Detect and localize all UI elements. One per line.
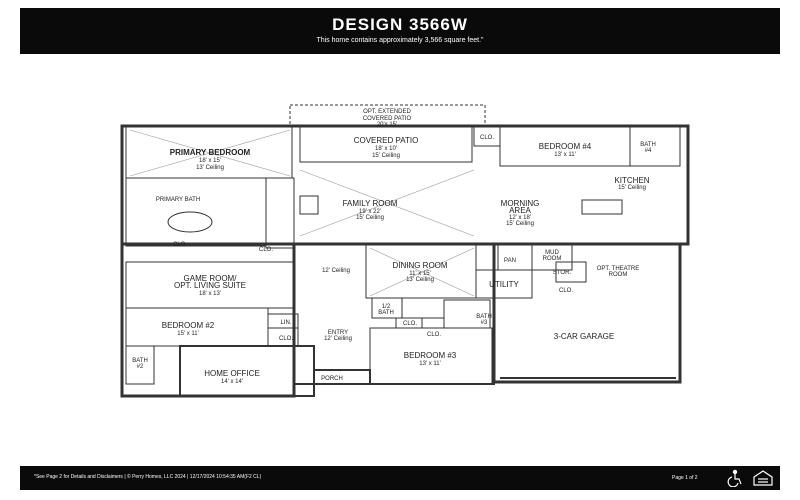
bath4-name: BATH <box>640 142 656 148</box>
morning-name2: AREA <box>509 206 531 215</box>
kitchen-island <box>581 199 623 215</box>
patio-size: 18' x 10' <box>375 146 397 152</box>
ext-patio-name: OPT. EXTENDED <box>363 109 411 115</box>
theatre-name2: ROOM <box>609 272 628 278</box>
clo-bed2-label: CLO. <box>279 336 293 342</box>
stor-label: STOR. <box>553 270 572 276</box>
ext-patio-outline <box>289 104 486 128</box>
mud-wall <box>531 243 573 271</box>
footer-bar: *See Page 2 for Details and Disclaimers … <box>20 466 780 490</box>
bath4-num: #4 <box>645 148 652 154</box>
office-name: HOME OFFICE <box>204 369 260 378</box>
equal-housing-icon <box>753 470 773 486</box>
morning-size: 12' x 18' <box>509 215 531 221</box>
ext-patio-name2: COVERED PATIO <box>363 116 412 122</box>
footer-icons <box>726 469 776 492</box>
header-bar: DESIGN 3566W This home contains approxim… <box>20 8 780 54</box>
half-bath-name2: BATH <box>378 310 394 316</box>
utility-wall <box>475 269 533 299</box>
clo-b-label: CLO. <box>427 332 441 338</box>
bedroom4-name: BEDROOM #4 <box>539 142 592 151</box>
bedroom3-name: BEDROOM #3 <box>404 351 457 360</box>
theatre-name: OPT. THEATRE <box>597 266 639 272</box>
bath2-wall <box>125 345 155 385</box>
stor-wall <box>555 261 587 283</box>
fireplace <box>299 195 319 215</box>
bedroom3-size: 13' x 11' <box>419 361 441 367</box>
garage-name: 3-CAR GARAGE <box>554 332 614 341</box>
gallery-ceiling: 12' Ceiling <box>322 268 350 274</box>
page-indicator: Page 1 of 2 <box>672 475 698 481</box>
primary-bath-name: PRIMARY BATH <box>156 197 200 203</box>
bath3-num: #3 <box>481 320 488 326</box>
patio-name: COVERED PATIO <box>354 136 419 145</box>
dining-size: 11' x 15' <box>409 271 431 277</box>
garage-wall <box>492 242 682 384</box>
clo-utility-label: CLO. <box>559 288 573 294</box>
primary-bed-size: 18' x 15' <box>199 158 221 164</box>
patio-ceiling: 15' Ceiling <box>372 153 400 159</box>
game-name: GAME ROOM/ <box>184 274 238 283</box>
primary-bed-ceiling: 13' Ceiling <box>196 165 224 171</box>
bedroom2-size: 15' x 11' <box>177 331 199 337</box>
clo-bed2-wall <box>267 327 299 347</box>
disclaimer-text: *See Page 2 for Details and Disclaimers … <box>34 474 262 480</box>
clo-b-wall <box>421 317 445 329</box>
patio-wall <box>299 125 473 163</box>
clo-bed4-label: CLO. <box>480 135 494 141</box>
family-size: 19' x 22' <box>359 209 381 215</box>
game-size: 18' x 13' <box>199 291 221 297</box>
dining-ceiling: 13' Ceiling <box>406 277 434 283</box>
primary-clo2-label: CLO. <box>259 247 273 253</box>
pan-label: PAN <box>504 258 516 264</box>
game-name2: OPT. LIVING SUITE <box>174 281 246 290</box>
dining-name: DINING ROOM <box>392 261 447 270</box>
mud-name2: ROOM <box>543 256 562 262</box>
bath2-num: #2 <box>137 364 144 370</box>
porch-label: PORCH <box>321 376 343 382</box>
entry-name: ENTRY <box>328 330 348 336</box>
square-footage-note: This home contains approximately 3,566 s… <box>316 37 484 44</box>
utility-label: UTILITY <box>489 280 519 289</box>
bath3-name: BATH <box>476 314 492 320</box>
bath4-wall <box>629 125 681 167</box>
primary-tub <box>167 211 213 233</box>
accessibility-icon <box>727 469 742 488</box>
family-ceiling: 15' Ceiling <box>356 215 384 221</box>
morning-name: MORNING <box>501 199 540 208</box>
bedroom3-wall <box>369 327 493 385</box>
morning-ceiling: 15' Ceiling <box>506 221 534 227</box>
half-bath-name: 1/2 <box>382 304 391 310</box>
family-name: FAMILY ROOM <box>343 199 398 208</box>
lin-label: LIN. <box>280 320 291 326</box>
primary-clo-wall <box>265 177 295 249</box>
kitchen-ceiling: 15' Ceiling <box>618 185 646 191</box>
bedroom4-size: 13' x 11' <box>554 152 576 158</box>
office-size: 14' x 14' <box>221 379 243 385</box>
bedroom2-name: BEDROOM #2 <box>162 321 215 330</box>
kitchen-name: KITCHEN <box>614 176 649 185</box>
design-title: DESIGN 3566W <box>332 15 468 34</box>
mud-name: MUD <box>545 250 559 256</box>
primary-bed-name: PRIMARY BEDROOM <box>170 148 251 157</box>
bath2-name: BATH <box>132 358 148 364</box>
ext-patio-size: 20'x 15' <box>377 122 397 128</box>
half-bath-wall <box>371 297 403 319</box>
clo-bed4-wall <box>473 125 501 147</box>
clo-a-label: CLO. <box>403 321 417 327</box>
primary-clo-label: CLO. <box>173 242 187 248</box>
entry-ceiling: 12' Ceiling <box>324 336 352 342</box>
